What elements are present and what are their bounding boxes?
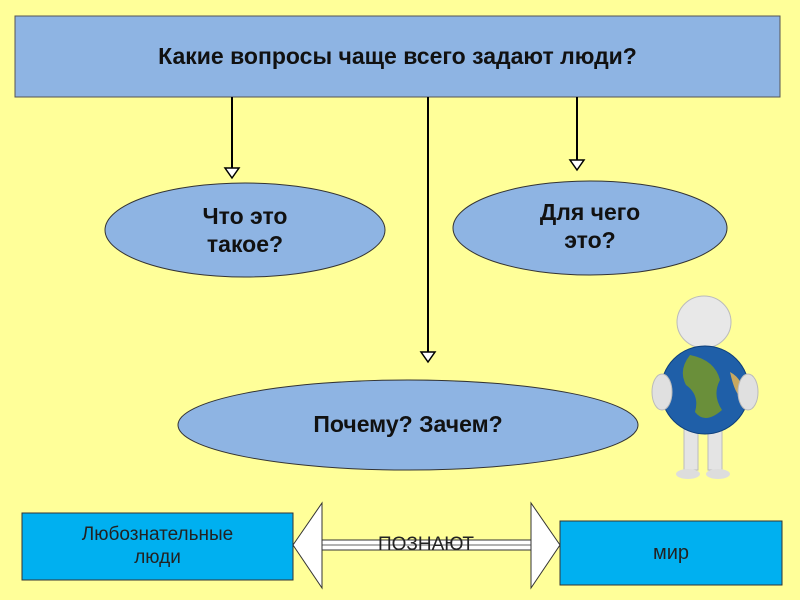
title-box	[14, 15, 781, 98]
question-what-line1: Что это	[202, 203, 288, 230]
double-arrow	[292, 501, 561, 590]
curious-people-line1: Любознательные	[81, 523, 234, 545]
curious-people-label: Любознательные люди	[22, 513, 293, 580]
arrowhead-icon	[568, 159, 586, 172]
question-what: Что это такое?	[105, 185, 385, 277]
page-title: Какие вопросы чаще всего задают люди?	[158, 42, 637, 69]
curious-people-box	[21, 512, 294, 581]
curious-people-line2: люди	[134, 546, 181, 568]
question-ellipse-2	[452, 180, 728, 276]
question-purpose-line1: Для чего	[539, 199, 641, 226]
person-holding-globe-image	[651, 295, 759, 479]
question-why: Почему? Зачем?	[313, 411, 503, 438]
question-what-line2: такое?	[206, 231, 284, 257]
world-box	[559, 520, 783, 586]
question-ellipse-3	[177, 379, 639, 471]
question-purpose-line2: это?	[564, 227, 616, 253]
connector-label: ПОЗНАЮТ	[377, 533, 475, 555]
question-ellipse-1	[104, 182, 386, 278]
arrowhead-icon	[223, 167, 241, 180]
world-label: мир	[652, 542, 690, 564]
arrowhead-icon	[419, 351, 437, 364]
question-purpose: Для чего это?	[453, 181, 727, 273]
